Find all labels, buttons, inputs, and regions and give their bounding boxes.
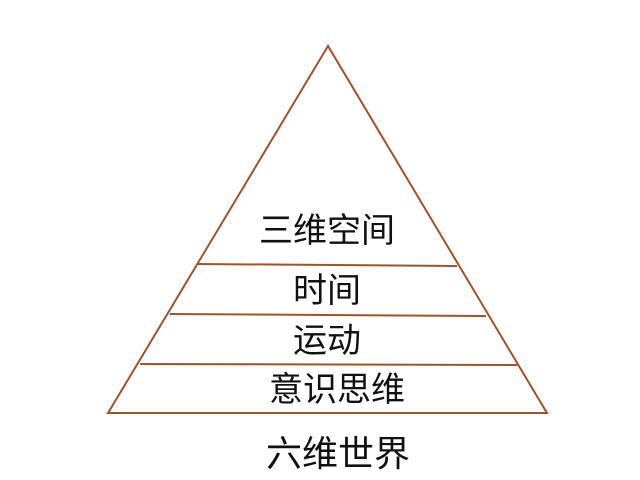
- level-label-motion: 运动: [293, 321, 361, 361]
- divider-line-3: [139, 363, 518, 366]
- divider-line-1: [197, 263, 458, 267]
- diagram-caption: 六维世界: [266, 434, 410, 475]
- level-label-consciousness: 意识思维: [269, 370, 405, 410]
- pyramid-outline: [106, 44, 549, 414]
- level-label-space: 三维空间: [259, 211, 395, 251]
- divider-line-2: [169, 313, 487, 317]
- level-label-time: 时间: [293, 271, 361, 311]
